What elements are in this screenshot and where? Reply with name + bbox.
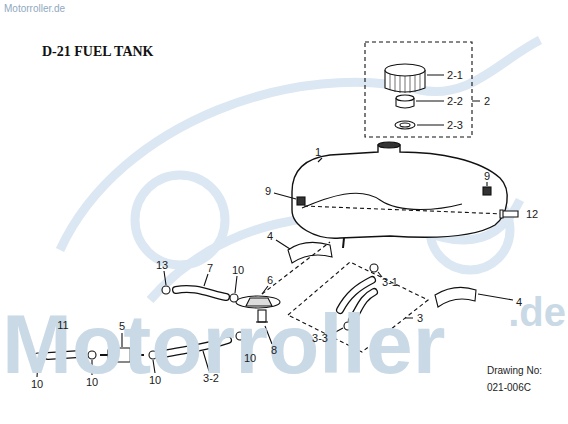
hose-clamp xyxy=(370,264,378,272)
cap-gasket-hole xyxy=(400,123,410,127)
cap-seal xyxy=(396,98,414,108)
callout-number: 1 xyxy=(315,147,321,158)
callout-number: 3-3 xyxy=(312,333,328,344)
logo-wheel xyxy=(135,175,225,265)
callout-number: 4 xyxy=(267,231,273,242)
grommet xyxy=(483,187,491,195)
fuel-hose-inner xyxy=(176,289,226,297)
leader-line xyxy=(274,182,487,199)
watermark-text: Motorroller.de xyxy=(4,4,65,14)
logo-watermark xyxy=(60,40,540,300)
grommet xyxy=(297,197,305,205)
callout-number: 6 xyxy=(267,275,273,286)
drawing-number: 021-006C xyxy=(487,383,531,393)
callout-number: 2-3 xyxy=(447,120,463,131)
hidden-line xyxy=(262,242,330,294)
drawing-number-label: Drawing No: xyxy=(487,366,542,376)
tank-outlet xyxy=(343,238,344,248)
diagram-title: D-21 FUEL TANK xyxy=(42,44,154,60)
callout-number: 10 xyxy=(31,379,43,390)
leader-line xyxy=(318,158,322,162)
fuel-cap-top xyxy=(385,64,425,76)
callout-number: 10 xyxy=(86,377,98,388)
fuel-hose xyxy=(176,289,226,297)
screw xyxy=(500,210,518,218)
hose-clamp xyxy=(230,294,238,302)
leader-line xyxy=(416,75,480,125)
cap-gasket xyxy=(395,121,415,129)
group-box xyxy=(365,42,472,137)
callout-number: 3-1 xyxy=(382,277,398,288)
callout-number: 9 xyxy=(265,186,271,197)
callout-number: 3 xyxy=(417,313,423,324)
hose-clamp xyxy=(162,286,170,294)
leader-line xyxy=(164,271,237,293)
callout-number: 10 xyxy=(232,265,244,276)
fuel-tank xyxy=(292,145,507,238)
leader-line xyxy=(276,240,513,300)
callout-number: 13 xyxy=(156,260,168,271)
callout-number: 12 xyxy=(526,209,538,220)
callout-number: 3-2 xyxy=(203,373,219,384)
callout-number: 8 xyxy=(271,345,277,356)
callout-number: 9 xyxy=(484,171,490,182)
callout-number: 7 xyxy=(207,263,213,274)
callout-number: 4 xyxy=(516,297,522,308)
callout-number: 2-2 xyxy=(447,96,463,107)
cap-seal-top xyxy=(396,95,414,101)
watermark-text: Motorroller xyxy=(2,302,445,386)
callout-number: 10 xyxy=(244,353,256,364)
tank-neck xyxy=(378,142,400,148)
callout-number: 10 xyxy=(149,375,161,386)
callout-number: 11 xyxy=(57,320,68,331)
cap-knurl xyxy=(390,74,420,93)
hidden-line xyxy=(304,206,505,214)
callout-number: 5 xyxy=(119,321,125,332)
callout-number: 2-1 xyxy=(447,70,463,81)
callout-number: 2 xyxy=(484,96,490,107)
